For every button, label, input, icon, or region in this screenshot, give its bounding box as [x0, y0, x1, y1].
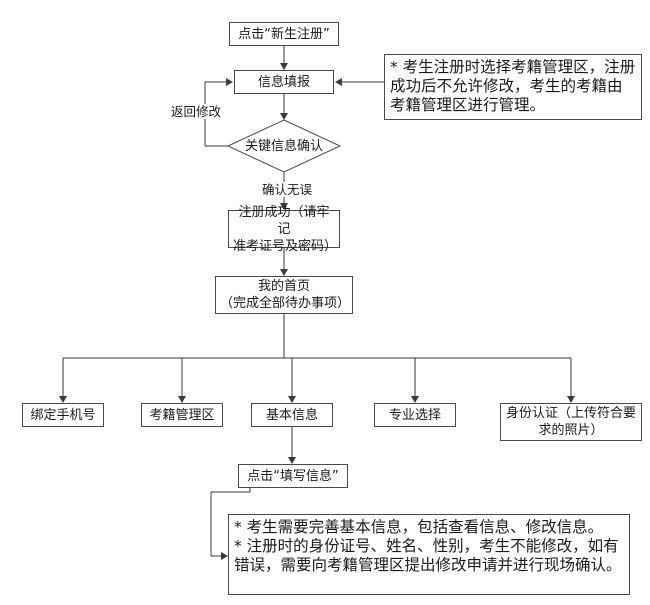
edge-note-to-infofill: [335, 78, 384, 86]
node-my-home: 我的首页 （完成全部待办事项）: [215, 276, 353, 314]
node-exam-area: 考籍管理区: [141, 403, 223, 427]
edge-decision-return-to-infofill: [204, 78, 233, 147]
edge-home-to-branches: [59, 314, 575, 403]
edge-success-to-home: [280, 248, 288, 276]
node-basic-info: 基本信息: [251, 403, 333, 427]
node-major-select-label: 专业选择: [388, 407, 441, 423]
node-bind-phone: 绑定手机号: [22, 403, 104, 427]
note-fill-info-item2: * 注册时的身份证号、姓名、性别，考生不能修改，如有错误，需要向考籍管理区提出修…: [234, 537, 622, 574]
node-fill-info: 点击“填写信息”: [238, 464, 348, 488]
node-bind-phone-label: 绑定手机号: [30, 407, 96, 423]
edge-fillinfo-to-note: [210, 488, 251, 560]
node-my-home-line1: 我的首页: [257, 279, 310, 294]
decision-diamond: [226, 119, 342, 173]
node-register-success: 注册成功（请牢记 准考证号及密码）: [228, 205, 340, 254]
node-start: 点击“新生注册”: [229, 22, 339, 46]
node-fill-info-label: 点击“填写信息”: [247, 468, 339, 484]
node-major-select: 专业选择: [374, 403, 456, 427]
edge-basicinfo-to-fillinfo: [288, 427, 296, 464]
node-basic-info-label: 基本信息: [265, 407, 318, 423]
note-fill-info: * 考生需要完善基本信息，包括查看信息、修改信息。 * 注册时的身份证号、姓名、…: [228, 514, 630, 595]
node-identity-auth: 身份认证（上传符合要求的照片）: [500, 403, 642, 441]
note-register-text: * 考生注册时选择考籍管理区，注册成功后不允许修改，考生的考籍由考籍管理区进行管…: [390, 58, 636, 114]
node-register-success-line1: 注册成功（请牢记: [238, 204, 330, 237]
node-my-home-line2: （完成全部待办事项）: [220, 296, 351, 311]
edge-label-confirm-ok: 确认无误: [258, 182, 316, 197]
node-info-fill-label: 信息填报: [257, 74, 310, 90]
edge-infofill-to-decision: [280, 94, 288, 120]
node-key-confirm-label: 关键信息确认: [244, 139, 323, 154]
note-fill-info-item1: * 考生需要完善基本信息，包括查看信息、修改信息。: [234, 518, 604, 536]
node-register-success-line2: 准考证号及密码）: [233, 238, 338, 254]
edge-label-return-modify: 返回修改: [167, 104, 225, 119]
edge-start-to-infofill: [280, 46, 288, 70]
node-exam-area-label: 考籍管理区: [149, 407, 215, 423]
node-identity-auth-label: 身份认证（上传符合要求的照片）: [505, 406, 636, 438]
node-start-label: 点击“新生注册”: [238, 26, 330, 42]
node-info-fill: 信息填报: [234, 70, 334, 94]
note-register: * 考生注册时选择考籍管理区，注册成功后不允许修改，考生的考籍由考籍管理区进行管…: [384, 54, 642, 120]
